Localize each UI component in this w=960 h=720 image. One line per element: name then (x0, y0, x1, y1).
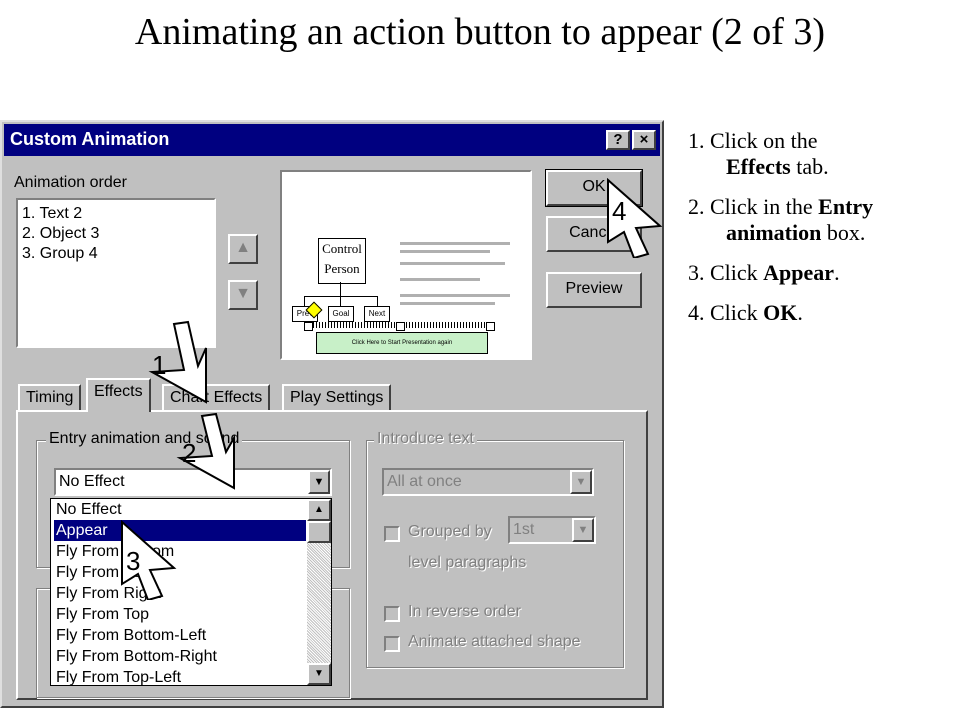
entry-animation-dropdown-list[interactable]: No Effect Appear Fly From Bottom Fly Fro… (50, 498, 332, 686)
step-1-line2: Effects tab. (726, 154, 829, 180)
step-2-line2: animation box. (726, 220, 865, 246)
arrow-down-icon: ▼ (235, 285, 251, 302)
scroll-up-icon[interactable]: ▲ (307, 499, 331, 521)
introduce-text-group-label: Introduce text (374, 430, 477, 448)
scroll-down-icon[interactable]: ▼ (307, 663, 331, 685)
list-item[interactable]: 1. Text 2 (22, 205, 83, 222)
list-item[interactable]: 3. Group 4 (22, 245, 98, 262)
animate-shape-label: Animate attached shape (408, 633, 581, 650)
step-4-bold: OK (763, 300, 798, 325)
preview-sub-box: Next (364, 306, 390, 322)
step-2-rest: box. (821, 220, 866, 245)
tab-play-settings[interactable]: Play Settings (282, 384, 392, 412)
help-button[interactable]: ? (606, 130, 630, 150)
dropdown-option[interactable]: Fly From Left (56, 564, 151, 581)
animation-order-label: Animation order (14, 174, 127, 191)
dropdown-option[interactable]: Fly From Top (56, 606, 150, 623)
step-2-bold: Entry (818, 194, 874, 219)
step-2-text: 2. Click in the (688, 194, 819, 219)
effects-tab-panel (16, 410, 648, 700)
preview-banner: Click Here to Start Presentation again (316, 332, 488, 354)
step-3-bold: Appear (763, 260, 835, 285)
step-1-bold: Effects (726, 154, 791, 179)
dropdown-option[interactable]: Fly From Bottom-Left (56, 627, 207, 644)
slide-preview: Control Person Prev Goal Next Click Here… (280, 170, 532, 360)
callout-4: 4 (612, 196, 627, 226)
arrow-up-icon: ▲ (235, 239, 251, 256)
dropdown-option[interactable]: Fly From Bottom (56, 543, 175, 560)
scroll-thumb[interactable] (307, 521, 331, 543)
entry-animation-value: No Effect (59, 473, 125, 490)
introduce-text-combo: All at once ▼ (382, 468, 594, 496)
dialog-titlebar[interactable]: Custom Animation ? × (4, 124, 660, 156)
callout-3: 3 (126, 546, 141, 576)
chevron-down-icon: ▼ (572, 518, 594, 542)
dropdown-option[interactable]: Fly From Right (56, 585, 161, 602)
callout-1: 1 (152, 350, 167, 380)
step-4: 4. Click OK. (688, 300, 803, 326)
tab-timing[interactable]: Timing (18, 384, 82, 412)
step-4-rest: . (797, 300, 803, 325)
preview-sub-box: Goal (328, 306, 354, 322)
ok-button[interactable]: OK (545, 169, 643, 207)
callout-arrow-icon (607, 178, 663, 258)
step-1-line1: 1. Click on the (688, 128, 818, 153)
callout-arrow-icon (148, 320, 207, 404)
grouped-by-combo: 1st ▼ (508, 516, 596, 544)
entry-animation-group-label: Entry animation and sound (46, 430, 243, 448)
callout-2: 2 (182, 438, 197, 468)
callout-arrow-icon (121, 520, 177, 600)
step-4-text: 4. Click (688, 300, 764, 325)
entry-animation-combo[interactable]: No Effect ▼ (54, 468, 332, 496)
level-paragraphs-label: level paragraphs (408, 554, 527, 571)
grouped-by-checkbox (384, 526, 400, 542)
introduce-text-value: All at once (387, 473, 462, 490)
dialog-title: Custom Animation (10, 129, 170, 149)
close-button[interactable]: × (632, 130, 656, 150)
step-3-text: 3. Click (688, 260, 764, 285)
callout-arrow-icon (176, 412, 235, 490)
preview-box-text: Person (324, 261, 360, 276)
grouped-by-label: Grouped by (408, 523, 492, 540)
reverse-order-checkbox (384, 606, 400, 622)
dropdown-option[interactable]: Fly From Top-Left (56, 669, 182, 685)
dropdown-option-selected[interactable]: Appear (54, 520, 306, 541)
preview-button[interactable]: Preview (546, 272, 642, 308)
step-2-bold: animation (726, 220, 822, 245)
reverse-order-label: In reverse order (408, 603, 521, 620)
chevron-down-icon[interactable]: ▼ (308, 470, 330, 494)
dropdown-option[interactable]: Fly From Bottom-Right (56, 648, 217, 665)
custom-animation-dialog: Custom Animation ? × Animation order 1. … (0, 120, 664, 708)
list-item[interactable]: 2. Object 3 (22, 225, 100, 242)
slide-title: Animating an action button to appear (2 … (134, 11, 826, 53)
introduce-text-group (366, 440, 624, 668)
step-3-rest: . (834, 260, 840, 285)
preview-box-text: Control (322, 241, 362, 256)
step-2-line1: 2. Click in the Entry (688, 194, 873, 220)
animate-shape-checkbox (384, 636, 400, 652)
step-3: 3. Click Appear. (688, 260, 840, 286)
dropdown-option[interactable]: No Effect (56, 501, 122, 518)
preview-control-box: Control Person (318, 238, 366, 284)
move-up-button[interactable]: ▲ (228, 234, 258, 264)
step-1-rest: tab. (790, 154, 829, 179)
chevron-down-icon: ▼ (570, 470, 592, 494)
tab-effects[interactable]: Effects (86, 378, 151, 412)
move-down-button[interactable]: ▼ (228, 280, 258, 310)
grouped-by-value: 1st (513, 521, 535, 538)
dropdown-scrollbar[interactable]: ▲ ▼ (307, 499, 331, 685)
